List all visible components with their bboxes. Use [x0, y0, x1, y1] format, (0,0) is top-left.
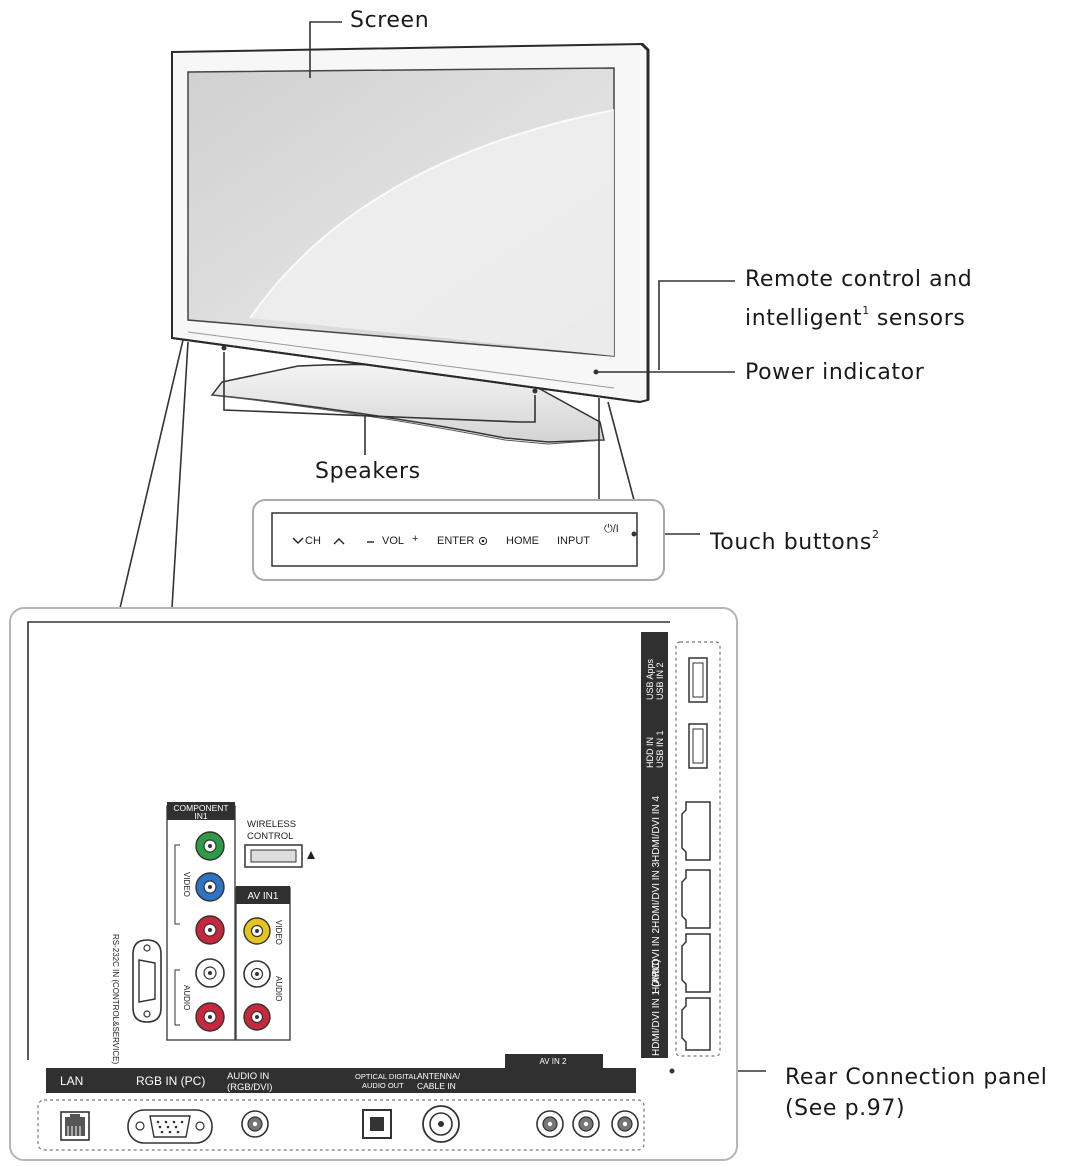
screen-reflection	[250, 110, 614, 356]
hdmi-in-3-label: HDMI/DVI IN 3	[651, 861, 662, 928]
usb-in-1-port[interactable]	[688, 723, 708, 769]
rear-panel-line2: (See p.97)	[785, 1096, 906, 1121]
hdmi-in-2-label: HDMI/DVI IN 2	[651, 927, 662, 994]
touch-vol-label[interactable]: VOL	[382, 535, 404, 547]
hdmi-in-4-port[interactable]	[681, 801, 711, 861]
screen-callout-text: Screen	[350, 8, 430, 33]
hdmi-in-4-label: HDMI/DVI IN 4	[651, 795, 662, 862]
component-y-jack[interactable]	[195, 831, 225, 861]
component-pr-jack[interactable]	[195, 915, 225, 945]
usb-in-1-label-1: HDD IN	[645, 737, 655, 768]
av-in2-label: AV IN 2	[540, 1057, 568, 1066]
component-sub-label: IN1	[194, 811, 208, 821]
antenna-in-jack[interactable]	[422, 1105, 460, 1143]
rear-panel-dot	[669, 1068, 675, 1074]
touch-buttons-dot	[631, 531, 637, 537]
av-in2-audio-r-jack[interactable]	[611, 1110, 639, 1138]
speakers-callout: Speakers	[315, 456, 421, 487]
av-in1-audio-r-jack[interactable]	[243, 1003, 271, 1031]
touch-power-label[interactable]: ⏻/I	[604, 523, 619, 535]
antenna-label-1: ANTENNA/	[417, 1071, 461, 1081]
component-audio-vert-label: AUDIO	[182, 985, 191, 1010]
touch-home-label[interactable]: HOME	[506, 535, 539, 547]
usb-in-2-label-1: USB Apps	[645, 658, 655, 700]
svg-text:+: +	[412, 533, 418, 545]
usb-in-1-label-2: USB IN 1	[655, 730, 665, 768]
optical-out-port[interactable]	[362, 1109, 392, 1139]
remote-sensor-line2-text: intelligent	[745, 306, 863, 331]
rs232c-label: RS-232C IN (CONTROL&SERVICE)	[111, 934, 120, 1064]
component-label: COMPONENT	[173, 803, 228, 813]
touch-buttons-text: Touch buttons	[710, 530, 872, 555]
remote-sensor-line1: Remote control and	[745, 267, 973, 292]
usb-in-2-label-2: USB IN 2	[655, 662, 665, 700]
component-audio-r-jack[interactable]	[195, 1002, 225, 1032]
hdmi-in-2-port[interactable]	[681, 933, 711, 993]
hdmi-in-1-label: HDMI/DVI IN 1 (ARC)	[651, 959, 662, 1056]
antenna-label-2: CABLE IN	[417, 1081, 456, 1091]
up-arrow-icon	[307, 851, 315, 859]
rgb-in-port[interactable]	[127, 1109, 213, 1144]
hdmi-in-3-port[interactable]	[681, 869, 711, 929]
power-indicator-callout: Power indicator	[745, 357, 924, 388]
rear-panel-callout: Rear Connection panel (See p.97)	[785, 1062, 1047, 1124]
rs232c-port[interactable]	[132, 939, 162, 1023]
rear-panel	[9, 607, 738, 1161]
av-in1-audio-l-jack[interactable]	[243, 960, 271, 988]
av-in2-video-jack[interactable]	[536, 1110, 564, 1138]
av-in1-video-jack[interactable]	[243, 917, 271, 945]
touch-button-panel: +	[252, 499, 665, 581]
usb-in-2-port[interactable]	[688, 657, 708, 703]
audio-in-jack[interactable]	[241, 1110, 269, 1138]
component-pb-jack[interactable]	[195, 872, 225, 902]
screen-callout: Screen	[350, 5, 429, 36]
audio-in-label-1: AUDIO IN	[227, 1071, 269, 1082]
speakers-text: Speakers	[315, 459, 421, 484]
leader-lines	[119, 21, 766, 1072]
audio-in-label-2: (RGB/DVI)	[227, 1082, 272, 1093]
touch-enter-label[interactable]: ENTER	[437, 535, 474, 547]
optical-label-1: OPTICAL DIGITAL	[355, 1072, 418, 1081]
remote-sensor-line2-tail: sensors	[869, 306, 966, 331]
footnote-1: 1	[862, 304, 870, 317]
remote-sensor-callout: Remote control and intelligent1 sensors	[745, 264, 972, 334]
remote-sensor-line2: intelligent1 sensors	[745, 295, 972, 334]
touch-ch-label[interactable]: CH	[305, 535, 321, 547]
optical-label-2: AUDIO OUT	[362, 1081, 404, 1090]
av-in2-audio-l-jack[interactable]	[572, 1110, 600, 1138]
hdmi-in-1-port[interactable]	[681, 997, 711, 1051]
power-indicator-text: Power indicator	[745, 360, 925, 385]
component-audio-l-jack[interactable]	[195, 958, 225, 988]
rear-panel-line1: Rear Connection panel	[785, 1065, 1048, 1090]
lan-label: LAN	[60, 1074, 83, 1088]
av-audio-vert-label: AUDIO	[274, 976, 283, 1001]
touch-input-label[interactable]: INPUT	[557, 535, 590, 547]
tv	[171, 42, 650, 445]
wireless-label-1: WIRELESS	[247, 819, 296, 830]
rgb-in-label: RGB IN (PC)	[136, 1074, 205, 1088]
av-video-vert-label: VIDEO	[274, 920, 283, 945]
component-video-vert-label: VIDEO	[182, 872, 191, 897]
touch-buttons-callout: Touch buttons2	[710, 519, 879, 558]
footnote-2: 2	[871, 528, 879, 541]
wireless-label-2: CONTROL	[247, 831, 293, 842]
av-in1-label: AV IN1	[248, 891, 279, 902]
lan-port[interactable]	[60, 1111, 90, 1141]
